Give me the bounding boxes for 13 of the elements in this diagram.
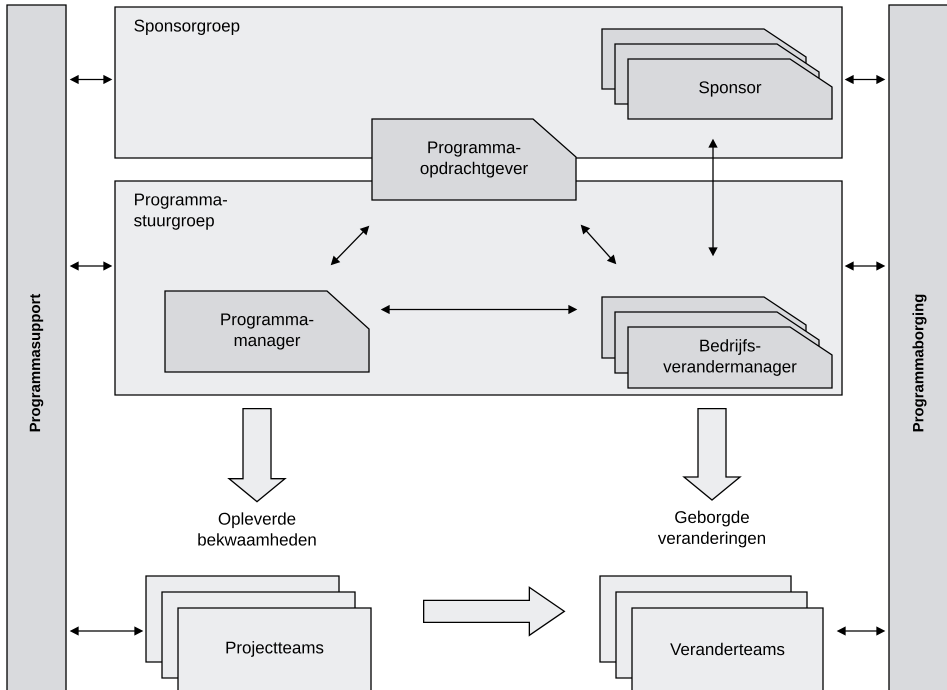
role-box: Programma-opdrachtgever <box>371 118 577 201</box>
stacked-role-box: Sponsor <box>601 28 833 120</box>
block-arrow <box>682 408 742 501</box>
block-arrow <box>423 586 566 637</box>
result-text: Geborgde veranderingen <box>658 510 766 548</box>
result-text: Opleverde bekwaamheden <box>198 512 316 546</box>
stacked-role-box: Bedrijfs-verandermanager <box>601 296 833 389</box>
side-bar: Programmaborging <box>888 4 947 690</box>
role-box: Programma-manager <box>164 290 370 373</box>
side-bar: Programmasupport <box>6 4 67 690</box>
team-stack: Projectteams <box>145 575 372 690</box>
team-stack: Veranderteams <box>599 575 824 690</box>
block-arrow <box>227 408 287 502</box>
